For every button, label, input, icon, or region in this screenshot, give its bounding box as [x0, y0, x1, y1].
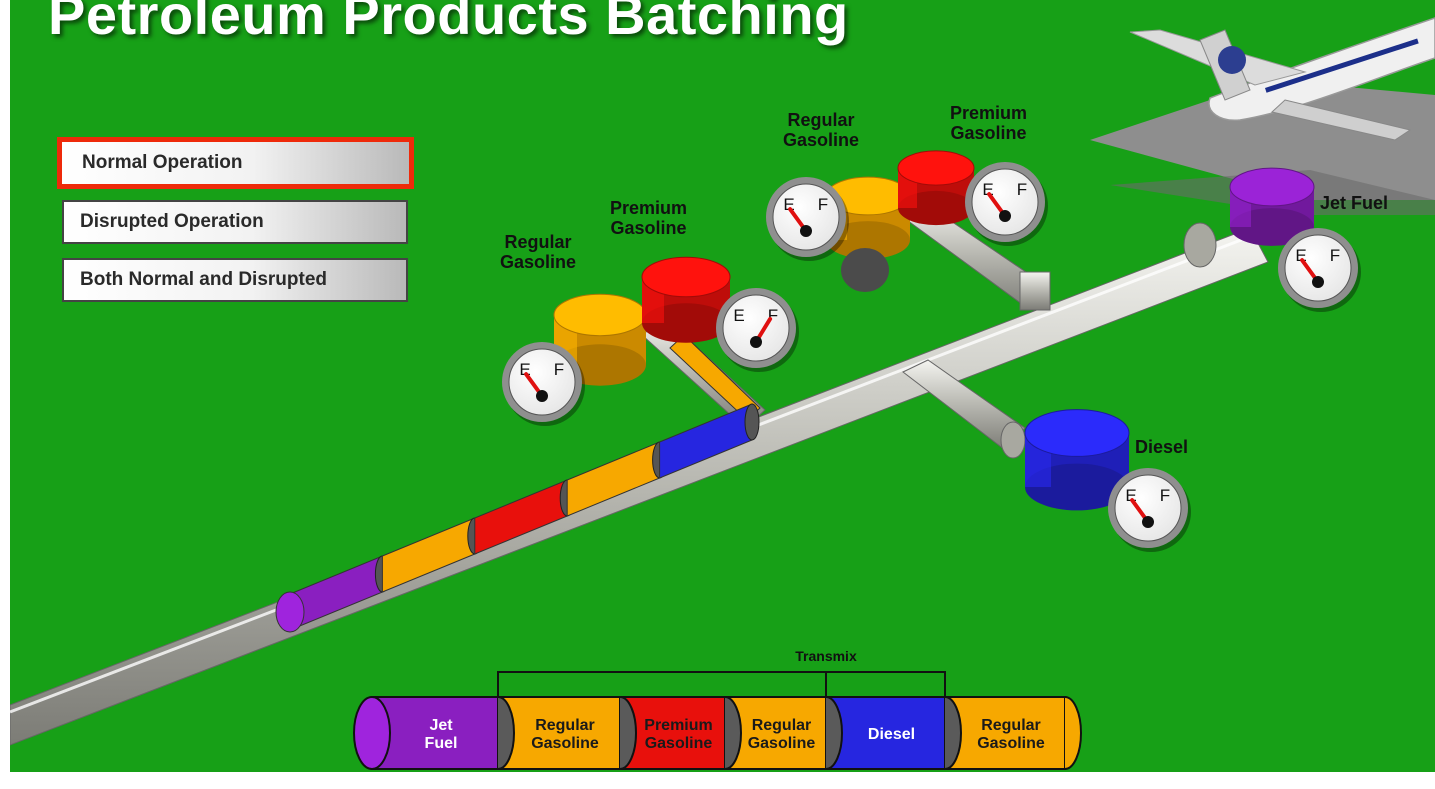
gauge-full-label: F — [1330, 246, 1340, 265]
gauge-empty-label: E — [1125, 486, 1136, 505]
disrupted-operation-button[interactable]: Disrupted Operation — [62, 200, 408, 244]
legend-segment-label: Regular — [981, 717, 1041, 734]
legend-segment: Diesel — [825, 696, 962, 770]
gauge-empty-label: E — [982, 180, 993, 199]
legend-segment-label: Gasoline — [531, 735, 599, 752]
gauge-empty-label: E — [733, 306, 744, 325]
both-operation-label: Both Normal and Disrupted — [80, 269, 328, 290]
gauge-empty-label: E — [519, 360, 530, 379]
legend-segment-label: Premium — [644, 717, 712, 734]
batch-legend: Transmix JetFuelRegularGasolinePremiumGa… — [353, 648, 1082, 770]
tanks — [553, 150, 1315, 511]
legend-segment-label: Gasoline — [977, 735, 1045, 752]
transmix-bracket — [497, 671, 946, 697]
storage-tank — [1024, 409, 1130, 511]
storage-tank — [897, 150, 975, 226]
tank-label-diesel: Diesel — [1135, 437, 1189, 457]
gauge-empty-label: E — [1295, 246, 1306, 265]
gauge-full-label: F — [554, 360, 564, 379]
small-tank — [841, 248, 889, 292]
legend-segment-label: Gasoline — [645, 735, 713, 752]
gauge-full-label: F — [818, 195, 828, 214]
legend-segment-label: Regular — [535, 717, 595, 734]
legend-segment-label: Regular — [752, 717, 812, 734]
legend-segment-label: Gasoline — [748, 735, 816, 752]
gauge-full-label: F — [1160, 486, 1170, 505]
both-operation-button[interactable]: Both Normal and Disrupted — [62, 258, 408, 302]
legend-segment-label: Diesel — [868, 726, 915, 743]
gauge-empty-label: E — [783, 195, 794, 214]
pipeline-batch — [659, 403, 760, 479]
storage-tank — [1229, 167, 1315, 246]
tank-label-jet-fuel: Jet Fuel — [1320, 193, 1389, 213]
normal-operation-label: Normal Operation — [82, 152, 243, 173]
disrupted-operation-label: Disrupted Operation — [80, 211, 264, 232]
transmix-label: Transmix — [795, 648, 857, 664]
pipeline-batch — [275, 555, 390, 633]
page-title: Petroleum Products Batching — [48, 0, 849, 46]
airplane-icon — [1129, 17, 1435, 141]
pipeline-batches — [275, 403, 760, 633]
gauge-full-label: F — [1017, 180, 1027, 199]
branch-pipes — [641, 199, 1217, 459]
storage-tank — [641, 256, 731, 343]
normal-operation-button[interactable]: Normal Operation — [57, 137, 414, 189]
legend-segment-label: Jet — [429, 717, 453, 734]
legend-segment-label: Fuel — [425, 735, 458, 752]
gauge-full-label: F — [768, 306, 778, 325]
